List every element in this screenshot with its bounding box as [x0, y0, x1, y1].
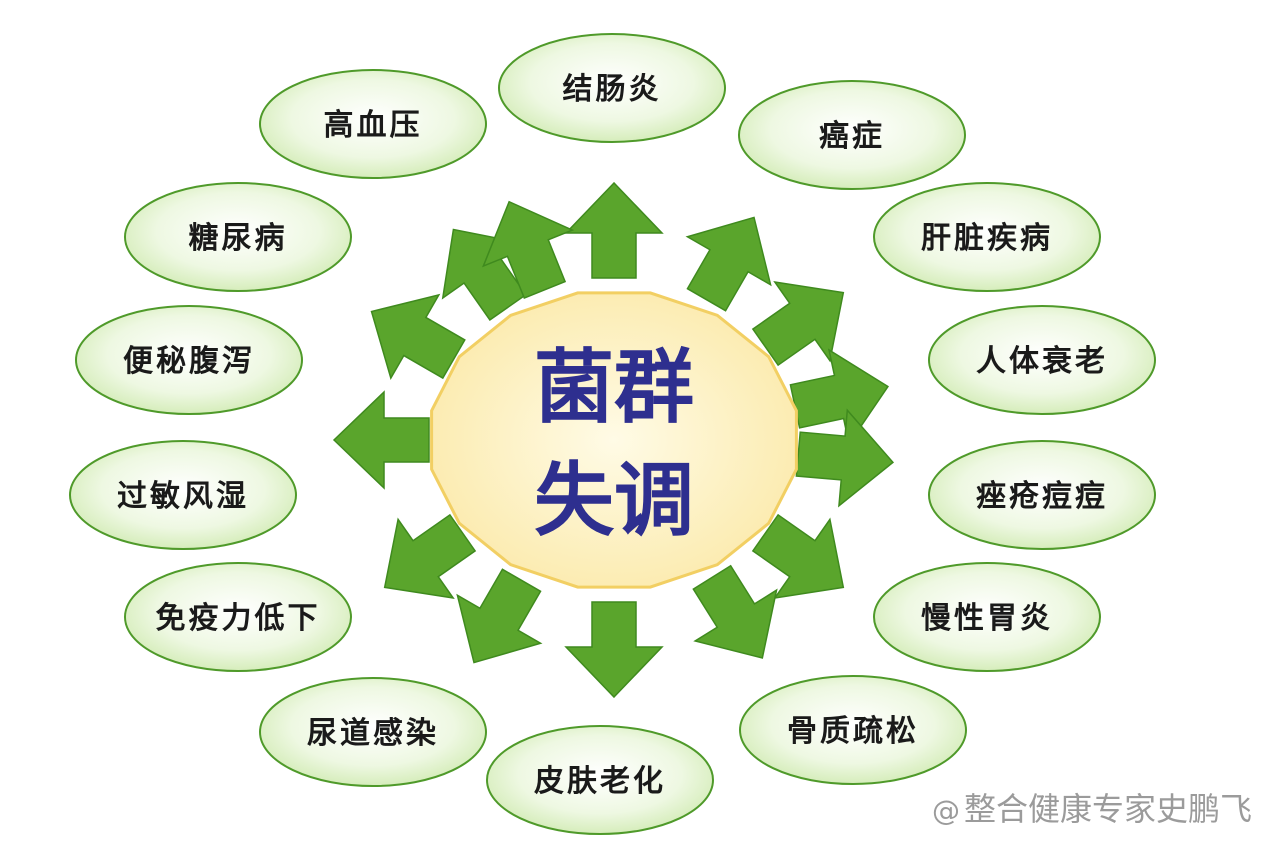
node-gastritis: 慢性胃炎 [873, 562, 1101, 672]
node-ellipse [873, 182, 1101, 292]
node-label: 痤疮痘痘 [976, 479, 1108, 514]
node-ellipse [259, 69, 487, 179]
arrow-liver [751, 280, 845, 367]
node-aging: 人体衰老 [928, 305, 1156, 415]
node-ellipse [738, 80, 966, 190]
node-ellipse [259, 677, 487, 787]
node-ellipse [928, 440, 1156, 550]
watermark: @整合健康专家史鹏飞 [932, 784, 1252, 830]
arrows-group [332, 181, 895, 699]
node-ellipse [124, 562, 352, 672]
node-label: 高血压 [324, 108, 423, 143]
node-label: 癌症 [819, 119, 885, 154]
node-skin-aging: 皮肤老化 [486, 725, 714, 835]
node-uti: 尿道感染 [259, 677, 487, 787]
arrow-gastritis [751, 513, 845, 600]
arrow-constipation [370, 293, 466, 380]
arrow-colitis [564, 181, 664, 279]
watermark-text: 整合健康专家史鹏飞 [963, 790, 1252, 828]
node-ellipse [486, 725, 714, 835]
center-title-line2: 失调 [534, 454, 694, 547]
node-acne: 痤疮痘痘 [928, 440, 1156, 550]
node-constipation: 便秘腹泻 [75, 305, 303, 415]
node-label: 慢性胃炎 [921, 601, 1053, 636]
node-label: 糖尿病 [189, 221, 288, 256]
node-ellipse [124, 182, 352, 292]
node-osteoporosis: 骨质疏松 [739, 675, 967, 785]
arrow-uti [456, 568, 543, 664]
node-ellipse [928, 305, 1156, 415]
node-allergy: 过敏风湿 [69, 440, 297, 550]
node-diabetes: 糖尿病 [124, 182, 352, 292]
node-hypertension: 高血压 [259, 69, 487, 179]
node-label: 尿道感染 [307, 716, 439, 751]
node-ellipse [873, 562, 1101, 672]
center-title-line1: 菌群 [534, 341, 694, 434]
arrow-skin-aging [564, 601, 664, 699]
node-label: 过敏风湿 [117, 479, 249, 514]
arrow-acne [795, 408, 895, 508]
node-liver: 肝脏疾病 [873, 182, 1101, 292]
arrow-cancer [685, 216, 772, 312]
node-ellipse [75, 305, 303, 415]
node-label: 皮肤老化 [534, 764, 666, 799]
node-ellipse [69, 440, 297, 550]
arrow-allergy [332, 390, 430, 490]
arrow-osteoporosis [692, 564, 778, 659]
node-label: 免疫力低下 [156, 601, 321, 636]
node-cancer: 癌症 [738, 80, 966, 190]
node-label: 结肠炎 [563, 72, 662, 107]
node-ellipse [739, 675, 967, 785]
arrow-immunity [383, 513, 477, 600]
node-ellipse [498, 33, 726, 143]
node-immunity: 免疫力低下 [124, 562, 352, 672]
watermark-at-icon: @ [931, 794, 960, 827]
node-colitis: 结肠炎 [498, 33, 726, 143]
arrow-hypertension [481, 200, 575, 300]
node-label: 人体衰老 [976, 344, 1108, 379]
center-octagon [430, 291, 798, 589]
node-label: 便秘腹泻 [123, 344, 255, 379]
node-label: 骨质疏松 [787, 714, 919, 749]
node-label: 肝脏疾病 [921, 221, 1053, 256]
